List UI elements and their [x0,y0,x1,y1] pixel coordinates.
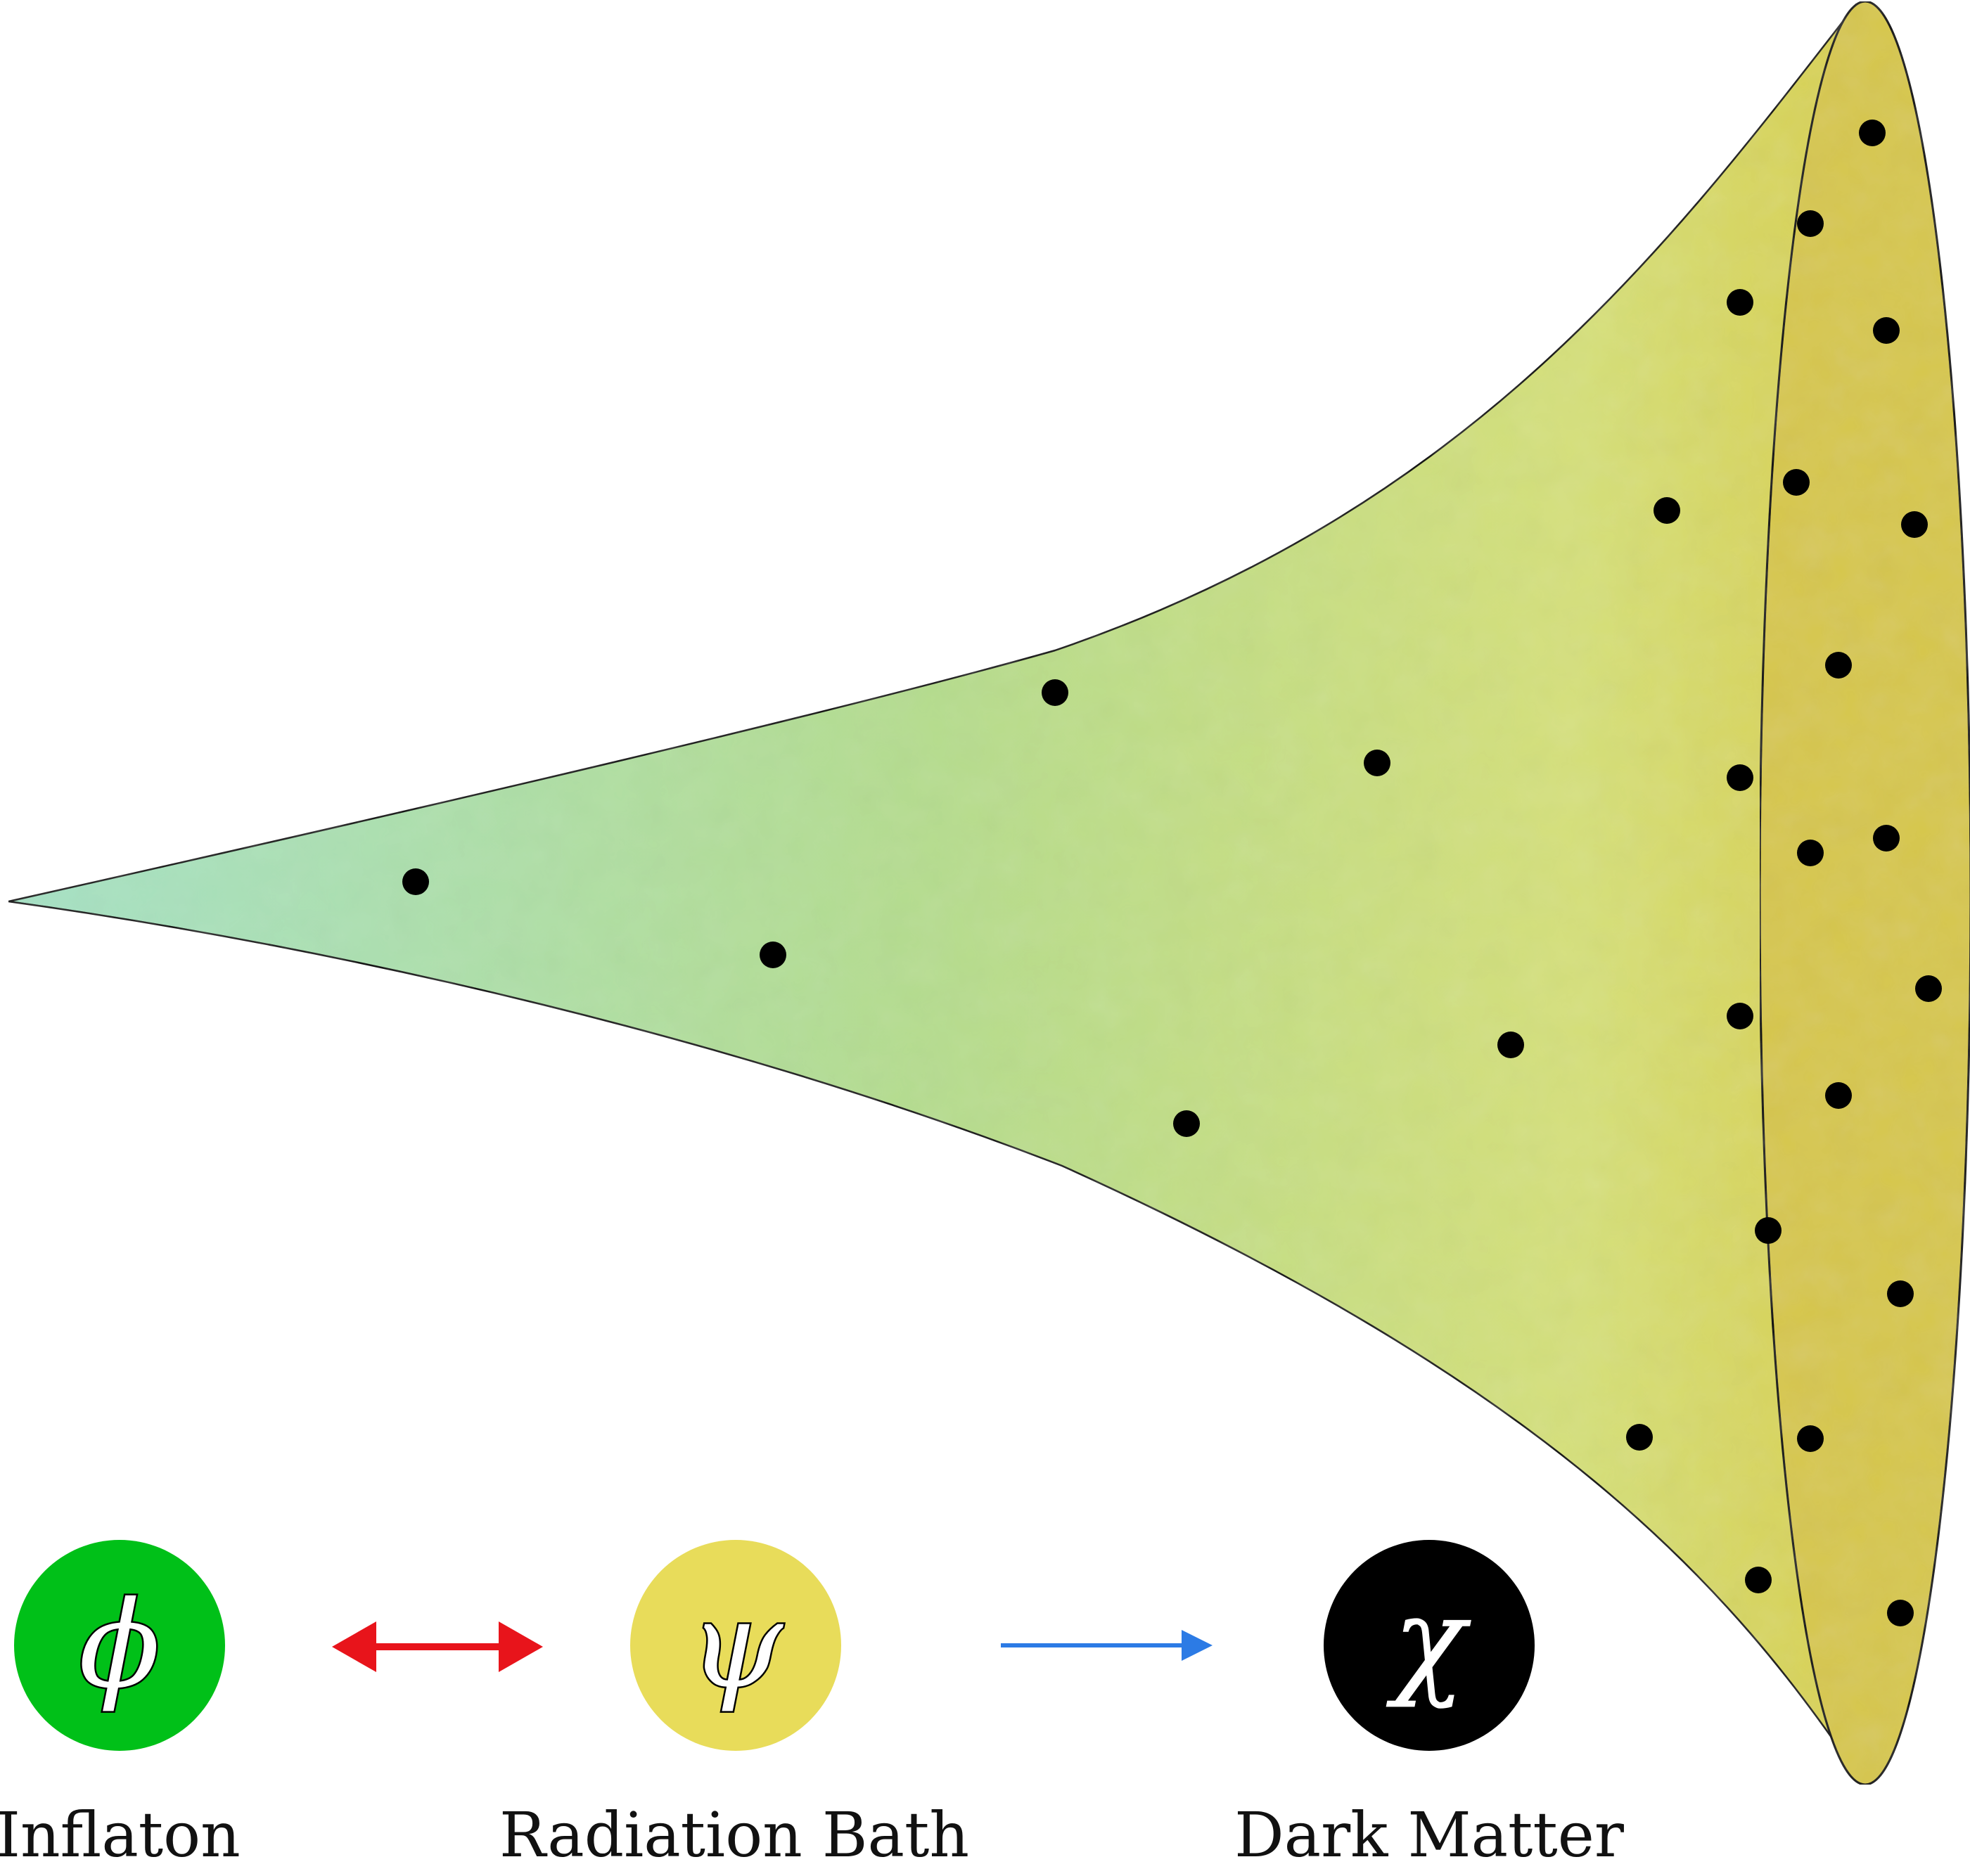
interaction-double-arrow [332,1621,543,1672]
particle-dot [1915,975,1942,1002]
particle-dot [1797,1425,1824,1452]
particle-dot [760,942,786,968]
dark-matter-circle [1324,1540,1535,1751]
legend-radiation-bath: ψ Radiation Bath [499,1540,969,1871]
particle-dot [1783,469,1810,496]
particle-dot [1887,1280,1914,1307]
legend-inflaton: ϕ Inflaton [0,1540,241,1871]
horn-mouth-ellipse [1758,0,1970,1786]
particle-dot [1727,1003,1753,1029]
particle-dots [402,120,1942,1626]
particle-dot [1755,1217,1782,1244]
phi-symbol-icon: ϕ [79,1576,160,1715]
particle-dot [402,868,429,895]
particle-dot [1626,1424,1653,1451]
radiation-bath-label: Radiation Bath [499,1799,969,1871]
particle-dot [1859,120,1886,146]
particle-dot [1873,317,1900,344]
particle-dot [1364,750,1390,776]
radiation-bath-circle [630,1540,841,1751]
particle-dot [1745,1567,1772,1593]
expanding-universe-horn [8,1,1865,1788]
particle-dot [1654,497,1680,524]
dark-matter-label: Dark Matter [1234,1799,1625,1871]
particle-dot [1497,1032,1524,1058]
particle-dot [1797,840,1824,866]
particle-dot [1042,679,1068,706]
particle-dot [1901,511,1928,538]
particle-dot [1873,825,1900,852]
production-arrow [1001,1630,1213,1661]
particle-dot [1825,1082,1852,1109]
chi-symbol-icon: χ [1386,1572,1471,1711]
particle-dot [1173,1110,1200,1137]
inflaton-label: Inflaton [0,1799,241,1871]
particle-dot [1887,1600,1914,1626]
psi-symbol-icon: ψ [689,1576,783,1715]
particle-dot [1727,764,1753,791]
particle-dot [1727,289,1753,316]
particle-dot [1825,652,1852,679]
legend-dark-matter: χ Dark Matter [1234,1540,1625,1871]
particle-dot [1797,210,1824,237]
inflaton-circle [14,1540,225,1751]
